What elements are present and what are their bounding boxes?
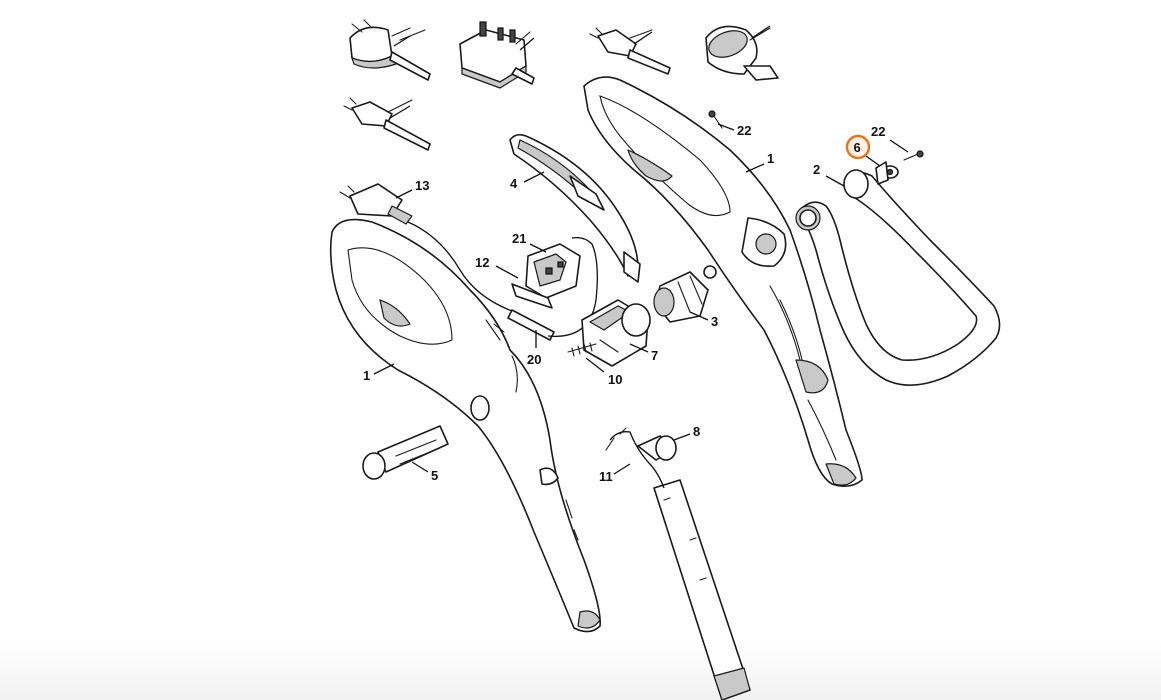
euro-plug-round-part (349, 19, 431, 81)
shaft-tube-part (653, 479, 751, 700)
callout-label: 11 (599, 469, 613, 484)
cylinder-part (653, 271, 709, 323)
callout-3: 3 (689, 311, 718, 329)
callout-6-highlighted[interactable]: 6 (845, 134, 881, 167)
power-cable-assembly-part (339, 183, 598, 341)
callout-label: 22 (871, 124, 885, 139)
uk-plug-part (459, 21, 535, 89)
callout-21: 21 (512, 231, 547, 253)
background-floor (0, 640, 1161, 700)
callout-label: 21 (512, 231, 526, 246)
callout-label: 20 (527, 352, 541, 367)
screw-right-part (903, 150, 924, 161)
spring-pin-part (567, 342, 597, 357)
screw-top-part (708, 110, 723, 129)
callout-10: 10 (585, 357, 622, 387)
callout-label: 12 (475, 255, 489, 270)
loop-handle-part (795, 169, 1001, 386)
callout-label: 6 (854, 140, 861, 155)
callout-22-top: 22 (717, 123, 751, 138)
handle-half-left-part (329, 218, 601, 633)
callout-label: 2 (813, 162, 820, 177)
callout-22-right: 22 (871, 124, 909, 153)
callout-label: 4 (510, 176, 518, 191)
euro-plug-flat-part (589, 27, 671, 75)
euro-plug-small-part (343, 97, 431, 151)
switch-part (511, 243, 581, 309)
callout-8: 8 (673, 424, 700, 441)
callout-label: 1 (767, 151, 774, 166)
callout-label: 8 (693, 424, 700, 439)
callout-label: 7 (651, 348, 658, 363)
callout-20: 20 (527, 330, 541, 367)
callout-1-left: 1 (363, 363, 395, 383)
handle-half-right-part (583, 76, 863, 488)
callout-1-right: 1 (745, 151, 774, 173)
coupling-connector-part (705, 25, 779, 81)
plug-cap-part (637, 435, 677, 461)
mount-block-part (581, 299, 651, 367)
inner-cable-part (605, 427, 665, 489)
callout-label: 13 (415, 178, 429, 193)
callout-7: 7 (629, 343, 658, 363)
callout-2: 2 (813, 162, 845, 187)
callout-label: 5 (431, 468, 438, 483)
callout-5: 5 (411, 461, 438, 483)
callout-4: 4 (510, 171, 545, 191)
callout-11: 11 (599, 463, 631, 484)
trigger-lever-part (509, 133, 641, 283)
plug-leaders (389, 25, 771, 119)
callout-label: 3 (711, 314, 718, 329)
callout-label: 22 (737, 123, 751, 138)
callout-label: 1 (363, 368, 370, 383)
callout-12: 12 (475, 255, 519, 279)
callout-label: 10 (608, 372, 622, 387)
washer-nut-part (875, 161, 899, 185)
callout-13: 13 (395, 178, 429, 199)
end-cap-part (362, 425, 449, 480)
